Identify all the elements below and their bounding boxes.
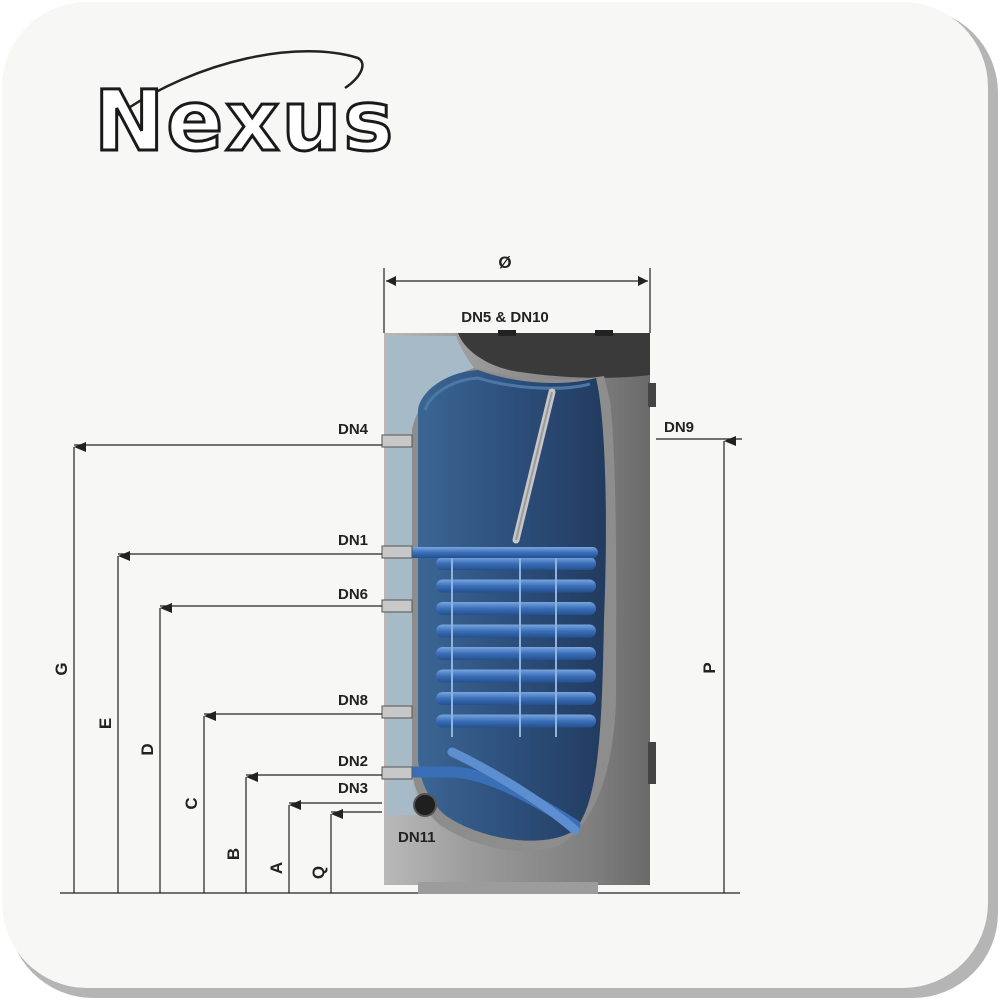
- label-dn3: DN3: [338, 780, 368, 797]
- nexus-logo: Nexus: [93, 50, 395, 172]
- tank-inner-highlight: [423, 376, 591, 411]
- label-dn2: DN2: [338, 753, 368, 770]
- nozzle-dn1: [381, 545, 413, 559]
- coil-turn: [436, 669, 596, 683]
- label-dim-d: D: [138, 743, 157, 755]
- label-dn9: DN9: [664, 419, 694, 436]
- left-nozzles: [381, 434, 413, 780]
- coil-turn: [436, 557, 596, 570]
- nozzle-right-lower: [648, 742, 656, 784]
- nozzle-dn9: [648, 383, 656, 407]
- coil-inlet-tube: [398, 547, 598, 558]
- nozzle-dn8: [381, 705, 413, 719]
- coil-return-tube: [447, 747, 580, 835]
- coil-turn: [436, 602, 596, 615]
- tank-base: [418, 882, 598, 894]
- label-diameter: Ø: [498, 253, 511, 272]
- coil-turn: [436, 647, 596, 660]
- label-dn1: DN1: [338, 532, 368, 549]
- nozzle-dn2: [381, 766, 413, 780]
- logo-swoosh: [117, 50, 364, 117]
- label-dim-b: B: [224, 848, 243, 860]
- label-dn5-dn10: DN5 & DN10: [461, 309, 549, 326]
- label-dim-c: C: [182, 797, 201, 809]
- label-dim-a: A: [267, 862, 286, 874]
- coil-turn: [436, 714, 596, 728]
- nozzle-top-1: [498, 330, 516, 336]
- heating-coil: [392, 547, 598, 835]
- label-dn4: DN4: [338, 421, 369, 438]
- label-dim-q: Q: [309, 866, 328, 879]
- label-dim-g: G: [52, 662, 71, 675]
- coil-turn: [436, 624, 596, 638]
- coil-turn: [436, 692, 596, 705]
- nozzle-dn4: [381, 434, 413, 448]
- nozzle-top-2: [595, 330, 613, 336]
- label-dn6: DN6: [338, 586, 368, 603]
- anode-rod-shade: [515, 391, 553, 541]
- label-dim-p: P: [700, 662, 719, 673]
- water-tank: DN11: [381, 330, 656, 894]
- coil-turn: [436, 579, 596, 593]
- tank-lid: [458, 333, 650, 378]
- label-dn11: DN11: [398, 829, 436, 846]
- label-dim-e: E: [96, 718, 115, 729]
- tank-insulation: [388, 336, 474, 815]
- logo-text: Nexus: [94, 72, 395, 170]
- nozzle-dn6: [381, 599, 413, 613]
- dn11-port: [413, 793, 437, 817]
- label-dn8: DN8: [338, 692, 368, 709]
